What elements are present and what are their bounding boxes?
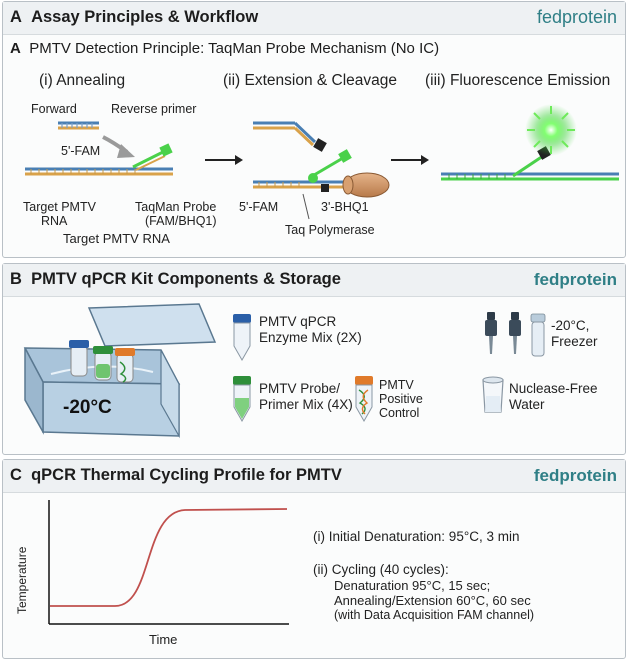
panel-b-title: B PMTV qPCR Kit Components & Storage (10, 270, 341, 289)
binding-arrow-head (117, 144, 135, 158)
amplified-strand (441, 146, 619, 181)
label-forward: Forward (31, 102, 77, 116)
probe-mix-label-1: PMTV Probe/ (259, 381, 341, 396)
label-reverse-primer: Reverse primer (111, 102, 197, 116)
panel-c-title: C qPCR Thermal Cycling Profile for PMTV (10, 466, 342, 485)
enzyme-mix-label-1: PMTV qPCR (259, 314, 337, 329)
cooler-tube-orange-icon (115, 348, 135, 383)
positive-control-label-1: PMTV (379, 378, 414, 392)
label-taq-polymerase: Taq Polymerase (285, 223, 375, 237)
step-cycling: (ii) Cycling (40 cycles): (313, 562, 449, 577)
panel-b-letter: B (10, 270, 22, 288)
thermal-profile-chart (48, 500, 289, 625)
step-annealing: (i) Annealing (39, 72, 126, 89)
panel-c-letter: C (10, 466, 22, 484)
positive-control-label-3: Control (379, 406, 420, 420)
probe-mix-label-2: Primer Mix (4X) (259, 397, 353, 412)
brand-logo-b: fedprotein (533, 270, 617, 289)
panel-a-subtitle: A PMTV Detection Principle: TaqMan Probe… (10, 40, 439, 57)
panel-a-header: A Assay Principles & Workflow fedprotein (3, 2, 625, 35)
taq-label-line (302, 193, 310, 220)
fluorescence-rays (527, 106, 575, 154)
step-annealing-extension: Annealing/Extension 60°C, 60 sec (334, 593, 531, 608)
extended-primer (253, 121, 327, 152)
step-fluorescence: (iii) Fluorescence Emission (425, 72, 611, 89)
brand-logo-a: fedprotein (536, 7, 617, 27)
panel-a-letter: A (10, 8, 22, 26)
step-arrow-1 (205, 155, 243, 165)
label-fam-2: 5'-FAM (239, 200, 279, 214)
freezer-label-2: Freezer (551, 334, 598, 349)
brand-logo-c: fedprotein (533, 466, 617, 485)
enzyme-mix-tube-icon (233, 314, 251, 362)
step-denaturation: Denaturation 95°C, 15 sec; (334, 578, 491, 593)
label-target-pmtv-rna: Target PMTV RNA (63, 231, 170, 246)
step-arrow-2 (391, 155, 429, 165)
taq-polymerase-front (342, 175, 354, 195)
panel-a-title: A Assay Principles & Workflow (10, 8, 258, 27)
cooler-tube-green-icon (93, 346, 113, 381)
panel-a-title-text: Assay Principles & Workflow (31, 8, 259, 26)
target-rna-strand-1 (25, 167, 173, 176)
step-extension: (ii) Extension & Cleavage (223, 72, 398, 89)
mechanism-illustration (25, 104, 619, 220)
pipette-icon-1 (485, 312, 497, 354)
panel-c-header: C qPCR Thermal Cycling Profile for PMTV … (3, 460, 625, 493)
label-target-pmtv: Target PMTV (23, 200, 96, 214)
kit-illustration (23, 303, 546, 439)
subtitle-text: PMTV Detection Principle: TaqMan Probe M… (29, 40, 440, 57)
panel-b-title-text: PMTV qPCR Kit Components & Storage (31, 270, 341, 288)
temperature-curve (50, 508, 288, 607)
panel-kit-components: B PMTV qPCR Kit Components & Storage fed… (2, 263, 626, 455)
label-target-rna: RNA (41, 214, 68, 228)
positive-control-tube-icon (355, 376, 373, 423)
water-label-2: Water (509, 397, 545, 412)
enzyme-mix-label-2: Enzyme Mix (2X) (259, 330, 362, 345)
subtitle-letter: A (10, 40, 21, 57)
panel-thermal-cycling: C qPCR Thermal Cycling Profile for PMTV … (2, 459, 626, 659)
panel-c-title-text: qPCR Thermal Cycling Profile for PMTV (31, 466, 342, 484)
label-probe-1: TaqMan Probe (135, 200, 217, 214)
step-data-acquisition: (with Data Acquisition FAM channel) (334, 608, 535, 622)
positive-control-label-2: Positive (379, 392, 423, 406)
panel-assay-principles: A Assay Principles & Workflow fedprotein… (2, 1, 626, 258)
probe-primer-tube-icon (233, 376, 251, 423)
label-probe-2: (FAM/BHQ1) (145, 214, 217, 228)
water-label-1: Nuclease-Free (509, 381, 598, 396)
label-fam-1: 5'-FAM (61, 144, 101, 158)
cooler-temperature: -20°C (63, 397, 112, 418)
nuclease-free-water-icon (482, 376, 504, 413)
freezer-tube-icon (530, 313, 546, 357)
taqman-probe-1 (132, 143, 173, 171)
forward-primer (58, 121, 99, 130)
x-axis-label: Time (149, 632, 178, 647)
label-bhq1: 3'-BHQ1 (321, 200, 369, 214)
panel-b-header: B PMTV qPCR Kit Components & Storage fed… (3, 264, 625, 297)
step-initial-denaturation: (i) Initial Denaturation: 95°C, 3 min (313, 529, 520, 544)
y-axis-label: Temperature (15, 546, 29, 614)
freezer-label-1: -20°C, (551, 318, 590, 333)
cooler-tube-blue-icon (69, 340, 89, 377)
pipette-icon-2 (509, 312, 521, 354)
